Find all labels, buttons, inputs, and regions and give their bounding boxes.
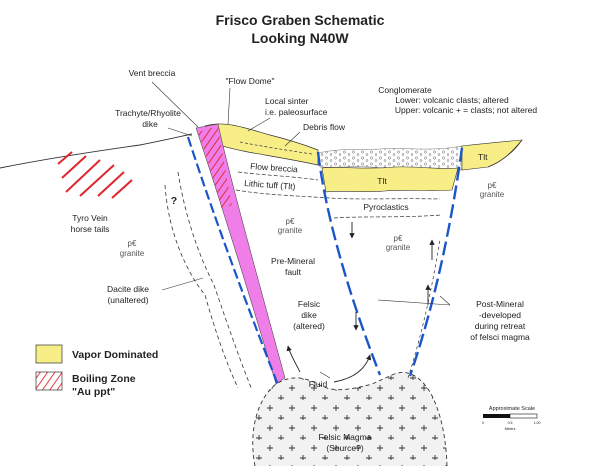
label-granite-center: granite <box>278 226 303 235</box>
post-mineral-fault-right <box>408 147 464 377</box>
sinter-dashline <box>239 141 313 155</box>
lithic-tuff-boundary <box>235 189 441 200</box>
label-lithic-tuff: Lithic tuff (Tlt) <box>244 178 296 192</box>
label-granite-mid: granite <box>386 243 411 252</box>
label-upper-clasts: Upper: volcanic + = clasts; not altered <box>395 105 537 115</box>
label-granite-left: granite <box>120 249 145 258</box>
label-pc-mid: p€ <box>394 234 403 243</box>
label-lower-clasts: Lower: volcanic clasts; altered <box>395 95 509 105</box>
label-tlt-center: Tlt <box>377 176 387 186</box>
label-pc-center: p€ <box>286 217 295 226</box>
legend-boiling-label-1: Boiling Zone <box>72 373 136 385</box>
label-magma-2: (Source?) <box>326 443 363 453</box>
scale-bar: Approximate Scale 0 0.5 1.00 Meters <box>482 406 540 431</box>
label-conglomerate: Conglomerate <box>378 85 432 95</box>
arrow-fluid-up <box>286 345 301 373</box>
label-flow-breccia: Flow breccia <box>250 161 299 174</box>
magma-channel <box>407 239 441 379</box>
label-fluid: Fluid <box>309 379 328 389</box>
label-question: ? <box>171 195 177 207</box>
vapor-zone-center <box>321 166 459 193</box>
label-trachyte-2: dike <box>142 119 158 129</box>
label-trachyte-1: Trachyte/Rhyolite <box>115 108 181 118</box>
label-pyroclastics: Pyroclastics <box>363 202 408 212</box>
label-pc-left: p€ <box>128 239 137 248</box>
label-dacite-2: (unaltered) <box>107 295 148 305</box>
label-local-sinter-2: i.e. paleosurface <box>265 107 328 117</box>
right-surface <box>487 139 523 168</box>
legend-vapor-swatch <box>35 344 63 364</box>
label-felsic-2: dike <box>301 310 317 320</box>
legend-vapor-label: Vapor Dominated <box>72 349 158 361</box>
label-flow-dome: "Flow Dome" <box>225 76 274 86</box>
legend-boiling-swatch <box>35 371 63 391</box>
scale-segment-black <box>483 414 510 418</box>
scale-tick-end: 1.00 <box>534 421 541 425</box>
trachyte-dike-blue <box>186 136 280 386</box>
label-felsic-3: (altered) <box>293 321 325 331</box>
scale-tick-mid: 0.5 <box>508 421 513 425</box>
conglomerate-layer <box>317 145 463 171</box>
legend-boiling-label-2: "Au ppt" <box>72 386 115 398</box>
label-tyro-vein-1: Tyro Vein <box>72 213 108 223</box>
label-post-mineral-1: Post-Mineral <box>476 299 524 309</box>
label-post-mineral-2: -developed <box>479 310 521 320</box>
title-line-2: Looking N40W <box>251 30 349 46</box>
arrow-fluid-right <box>333 354 372 383</box>
label-felsic-1: Felsic <box>298 299 321 309</box>
dacite-dike-line-2 <box>177 171 253 391</box>
label-pre-mineral-1: Pre-Mineral <box>271 256 315 266</box>
label-debris-flow: Debris flow <box>303 122 346 132</box>
label-granite-right: granite <box>480 190 505 199</box>
boiling-zone-vent <box>198 126 232 210</box>
label-pre-mineral-2: fault <box>285 267 302 277</box>
felsic-magma-outline <box>252 372 448 467</box>
ground-surface <box>0 133 193 169</box>
title-line-1: Frisco Graben Schematic <box>216 12 385 28</box>
vapor-zone-left-cap <box>204 123 319 166</box>
label-tlt-right: Tlt <box>478 152 488 162</box>
label-tyro-vein-2: horse tails <box>71 224 110 234</box>
tyro-vein-hatch <box>57 151 133 199</box>
label-dacite-1: Dacite dike <box>107 284 149 294</box>
scale-segment-white <box>509 413 538 419</box>
dacite-dike-line-1 <box>164 184 239 389</box>
pyroclastics-boundary <box>333 214 443 219</box>
label-magma-1: Felsic Magma <box>319 432 372 442</box>
label-post-mineral-4: of felsci magma <box>470 332 530 342</box>
post-mineral-fault-left <box>316 151 382 376</box>
felsic-magma-fill-pattern <box>252 372 447 466</box>
scale-unit: Meters <box>505 427 516 431</box>
label-vent-breccia: Vent breccia <box>129 68 176 78</box>
scale-title: Approximate Scale <box>489 406 535 412</box>
label-post-mineral-3: during retreat <box>475 321 526 331</box>
scale-tick-0: 0 <box>482 421 484 425</box>
leader-lines <box>151 81 451 379</box>
label-local-sinter-1: Local sinter <box>265 96 309 106</box>
label-pc-right: p€ <box>488 181 497 190</box>
flow-breccia-boundary <box>237 171 319 181</box>
